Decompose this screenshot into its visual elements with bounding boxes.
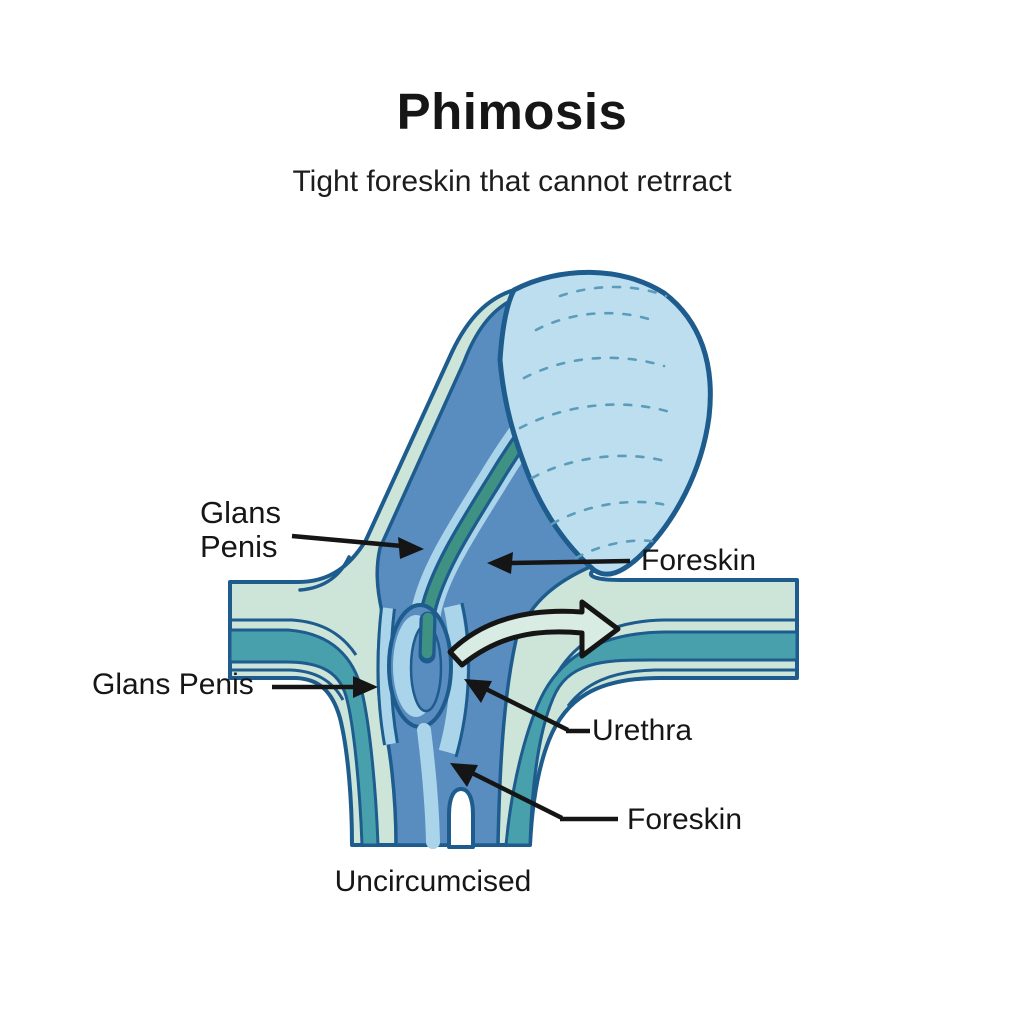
retraction-arrow [447,599,621,668]
glans-dome [497,269,713,577]
urethra-lower-strip [417,723,440,849]
label-glans-penis-top: Glans Penis [200,495,281,564]
band-left-lower-layer-line [230,668,345,701]
leader-foreskin-bottom [450,763,618,822]
leader-urethra [464,679,590,734]
urethra-tip-fill [421,612,434,659]
leader-glans-penis-left [272,676,378,698]
body-band-right-teal [504,630,799,847]
preputial-pocket-edge [454,602,471,758]
preputial-pocket [438,604,467,755]
leader-foreskin-top [487,552,631,574]
foreskin-inner-left-gap-fill [379,607,396,745]
page-title: Phimosis [396,83,628,140]
band-left-layer-line [230,618,358,656]
label-glans-penis-left: Glans Penis [92,668,254,701]
urethral-opening-notch [447,787,475,849]
caption-uncircumcised: Uncircumcised [334,865,532,898]
label-foreskin-bottom: Foreskin [627,803,743,836]
page-subtitle: Tight foreskin that cannot retrract [292,165,732,198]
glans-dome-stipple [518,285,672,560]
label-urethra: Urethra [592,714,693,747]
body-band-left-teal [228,628,380,847]
leader-glans-penis-top [291,533,424,559]
left-fan-fold-line [298,555,351,592]
band-right-lower-layer-line [566,668,797,707]
label-foreskin-top: Foreskin [641,544,757,577]
